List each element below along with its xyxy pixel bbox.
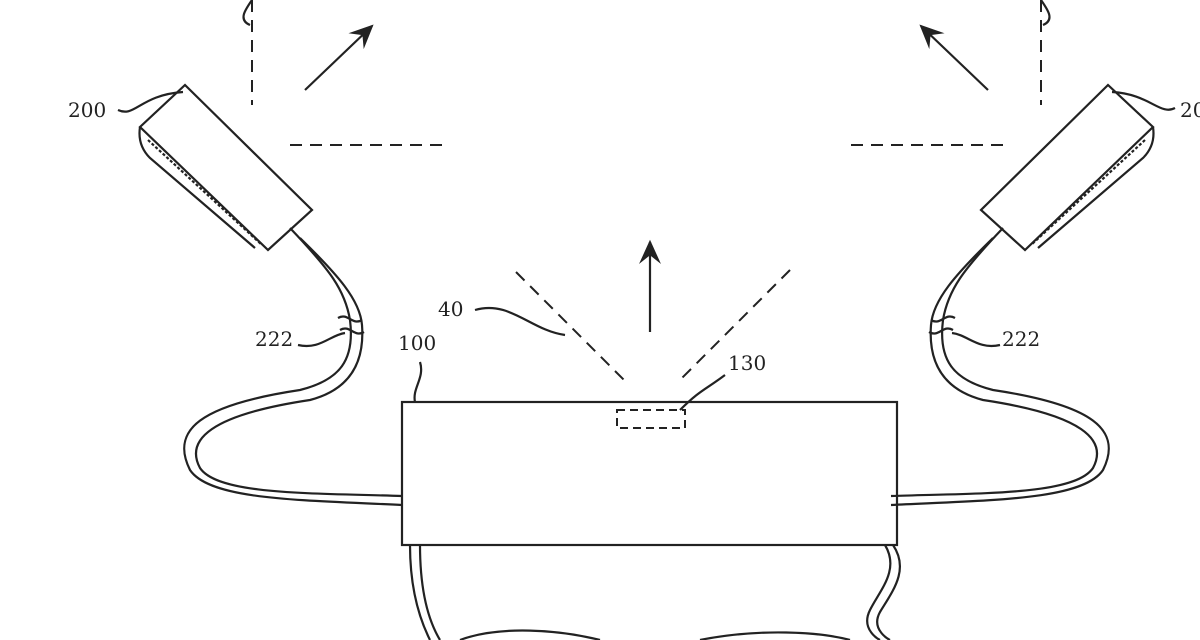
label-sensor: 130 [728, 351, 766, 375]
label-cable-right: 222 [1002, 327, 1040, 351]
device-left [139, 0, 445, 505]
label-device-left: 200 [68, 98, 106, 122]
label-cable-left: 222 [255, 327, 293, 351]
label-device-right: 200 [1180, 98, 1200, 122]
sensor-box [616, 409, 686, 429]
device-right [848, 0, 1154, 505]
hub-box [400, 400, 899, 547]
label-hub: 100 [398, 331, 436, 355]
label-field-of-view: 40 [438, 297, 463, 321]
